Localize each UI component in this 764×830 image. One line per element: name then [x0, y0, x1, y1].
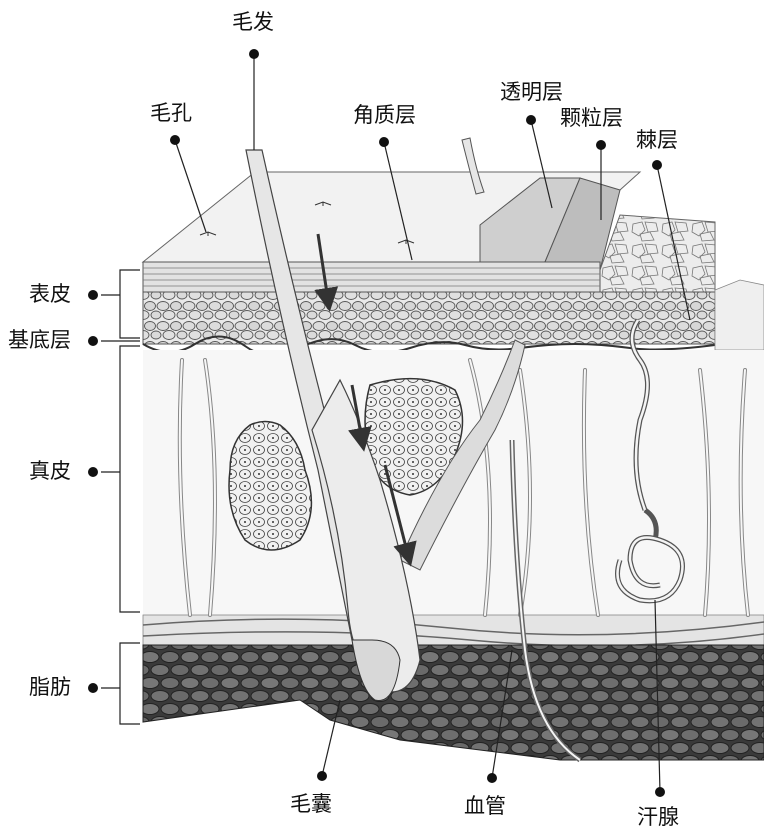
label-dermis: 真皮: [29, 461, 71, 482]
label-stratum-lucidum: 透明层: [500, 82, 563, 103]
label-blood-vessel: 血管: [464, 796, 506, 817]
fat-layer: [143, 645, 764, 760]
label-hair-follicle: 毛囊: [290, 794, 332, 815]
epidermis-cell-layer: [143, 292, 715, 344]
label-stratum-granulosum: 颗粒层: [560, 108, 623, 129]
label-pore: 毛孔: [150, 103, 192, 124]
label-fat: 脂肪: [29, 677, 71, 698]
label-stratum-spinosum: 棘层: [636, 130, 678, 151]
label-stratum-corneum: 角质层: [353, 105, 416, 126]
label-sweat-gland: 汗腺: [637, 807, 679, 828]
stratum-corneum-side: [143, 262, 600, 292]
stratum-spinosum-block: [600, 215, 715, 300]
label-epidermis: 表皮: [29, 284, 71, 305]
label-basal-layer: 基底层: [8, 330, 71, 351]
label-hair: 毛发: [232, 12, 274, 33]
